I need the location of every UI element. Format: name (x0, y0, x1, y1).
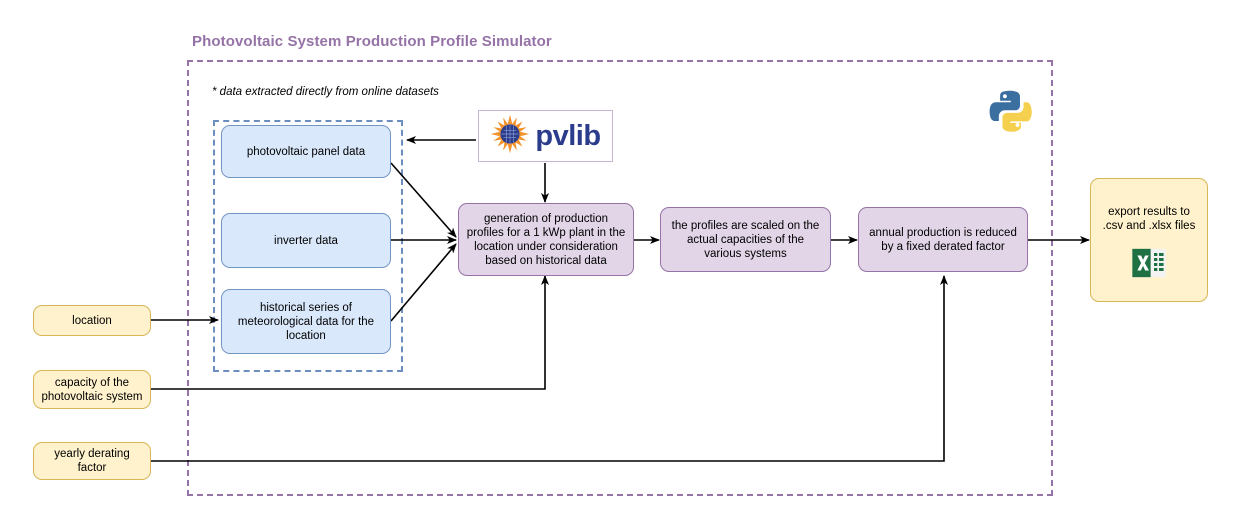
process-box-derating[interactable]: annual production is reduced by a fixed … (858, 207, 1028, 272)
input-box-derating-factor[interactable]: yearly derating factor (33, 442, 151, 480)
input-box-location[interactable]: location (33, 305, 151, 336)
pvlib-logo-box[interactable]: pvlib (478, 110, 613, 162)
data-box-photovoltaic-panel-label: photovoltaic panel data (246, 145, 366, 158)
process-box-generation-label: generation of production profiles for a … (466, 212, 626, 267)
pvlib-sun-logo-icon (490, 114, 530, 159)
diagram-title: Photovoltaic System Production Profile S… (192, 33, 552, 50)
data-box-inverter-label: inverter data (274, 234, 338, 247)
data-box-inverter[interactable]: inverter data (221, 213, 391, 268)
data-box-photovoltaic-panel[interactable]: photovoltaic panel data (221, 125, 391, 178)
datasets-note: * data extracted directly from online da… (212, 86, 439, 98)
input-box-capacity[interactable]: capacity of the photovoltaic system (33, 370, 151, 409)
process-box-derating-label: annual production is reduced by a fixed … (869, 226, 1017, 253)
input-box-location-label: location (72, 314, 112, 327)
excel-file-icon (1129, 243, 1169, 283)
process-box-scaling-label: the profiles are scaled on the actual ca… (671, 219, 820, 260)
python-logo-icon (988, 88, 1034, 134)
input-box-capacity-label: capacity of the photovoltaic system (41, 376, 143, 403)
data-box-meteorological-label: historical series of meteorological data… (237, 301, 375, 342)
process-box-scaling[interactable]: the profiles are scaled on the actual ca… (660, 207, 831, 272)
data-box-meteorological[interactable]: historical series of meteorological data… (221, 289, 391, 354)
output-box-export[interactable]: export results to .csv and .xlsx files (1090, 178, 1208, 302)
pvlib-wordmark: pvlib (535, 119, 601, 152)
output-box-export-label: export results to .csv and .xlsx files (1102, 206, 1196, 232)
process-box-generation[interactable]: generation of production profiles for a … (458, 203, 634, 276)
input-box-derating-factor-label: yearly derating factor (54, 448, 130, 474)
